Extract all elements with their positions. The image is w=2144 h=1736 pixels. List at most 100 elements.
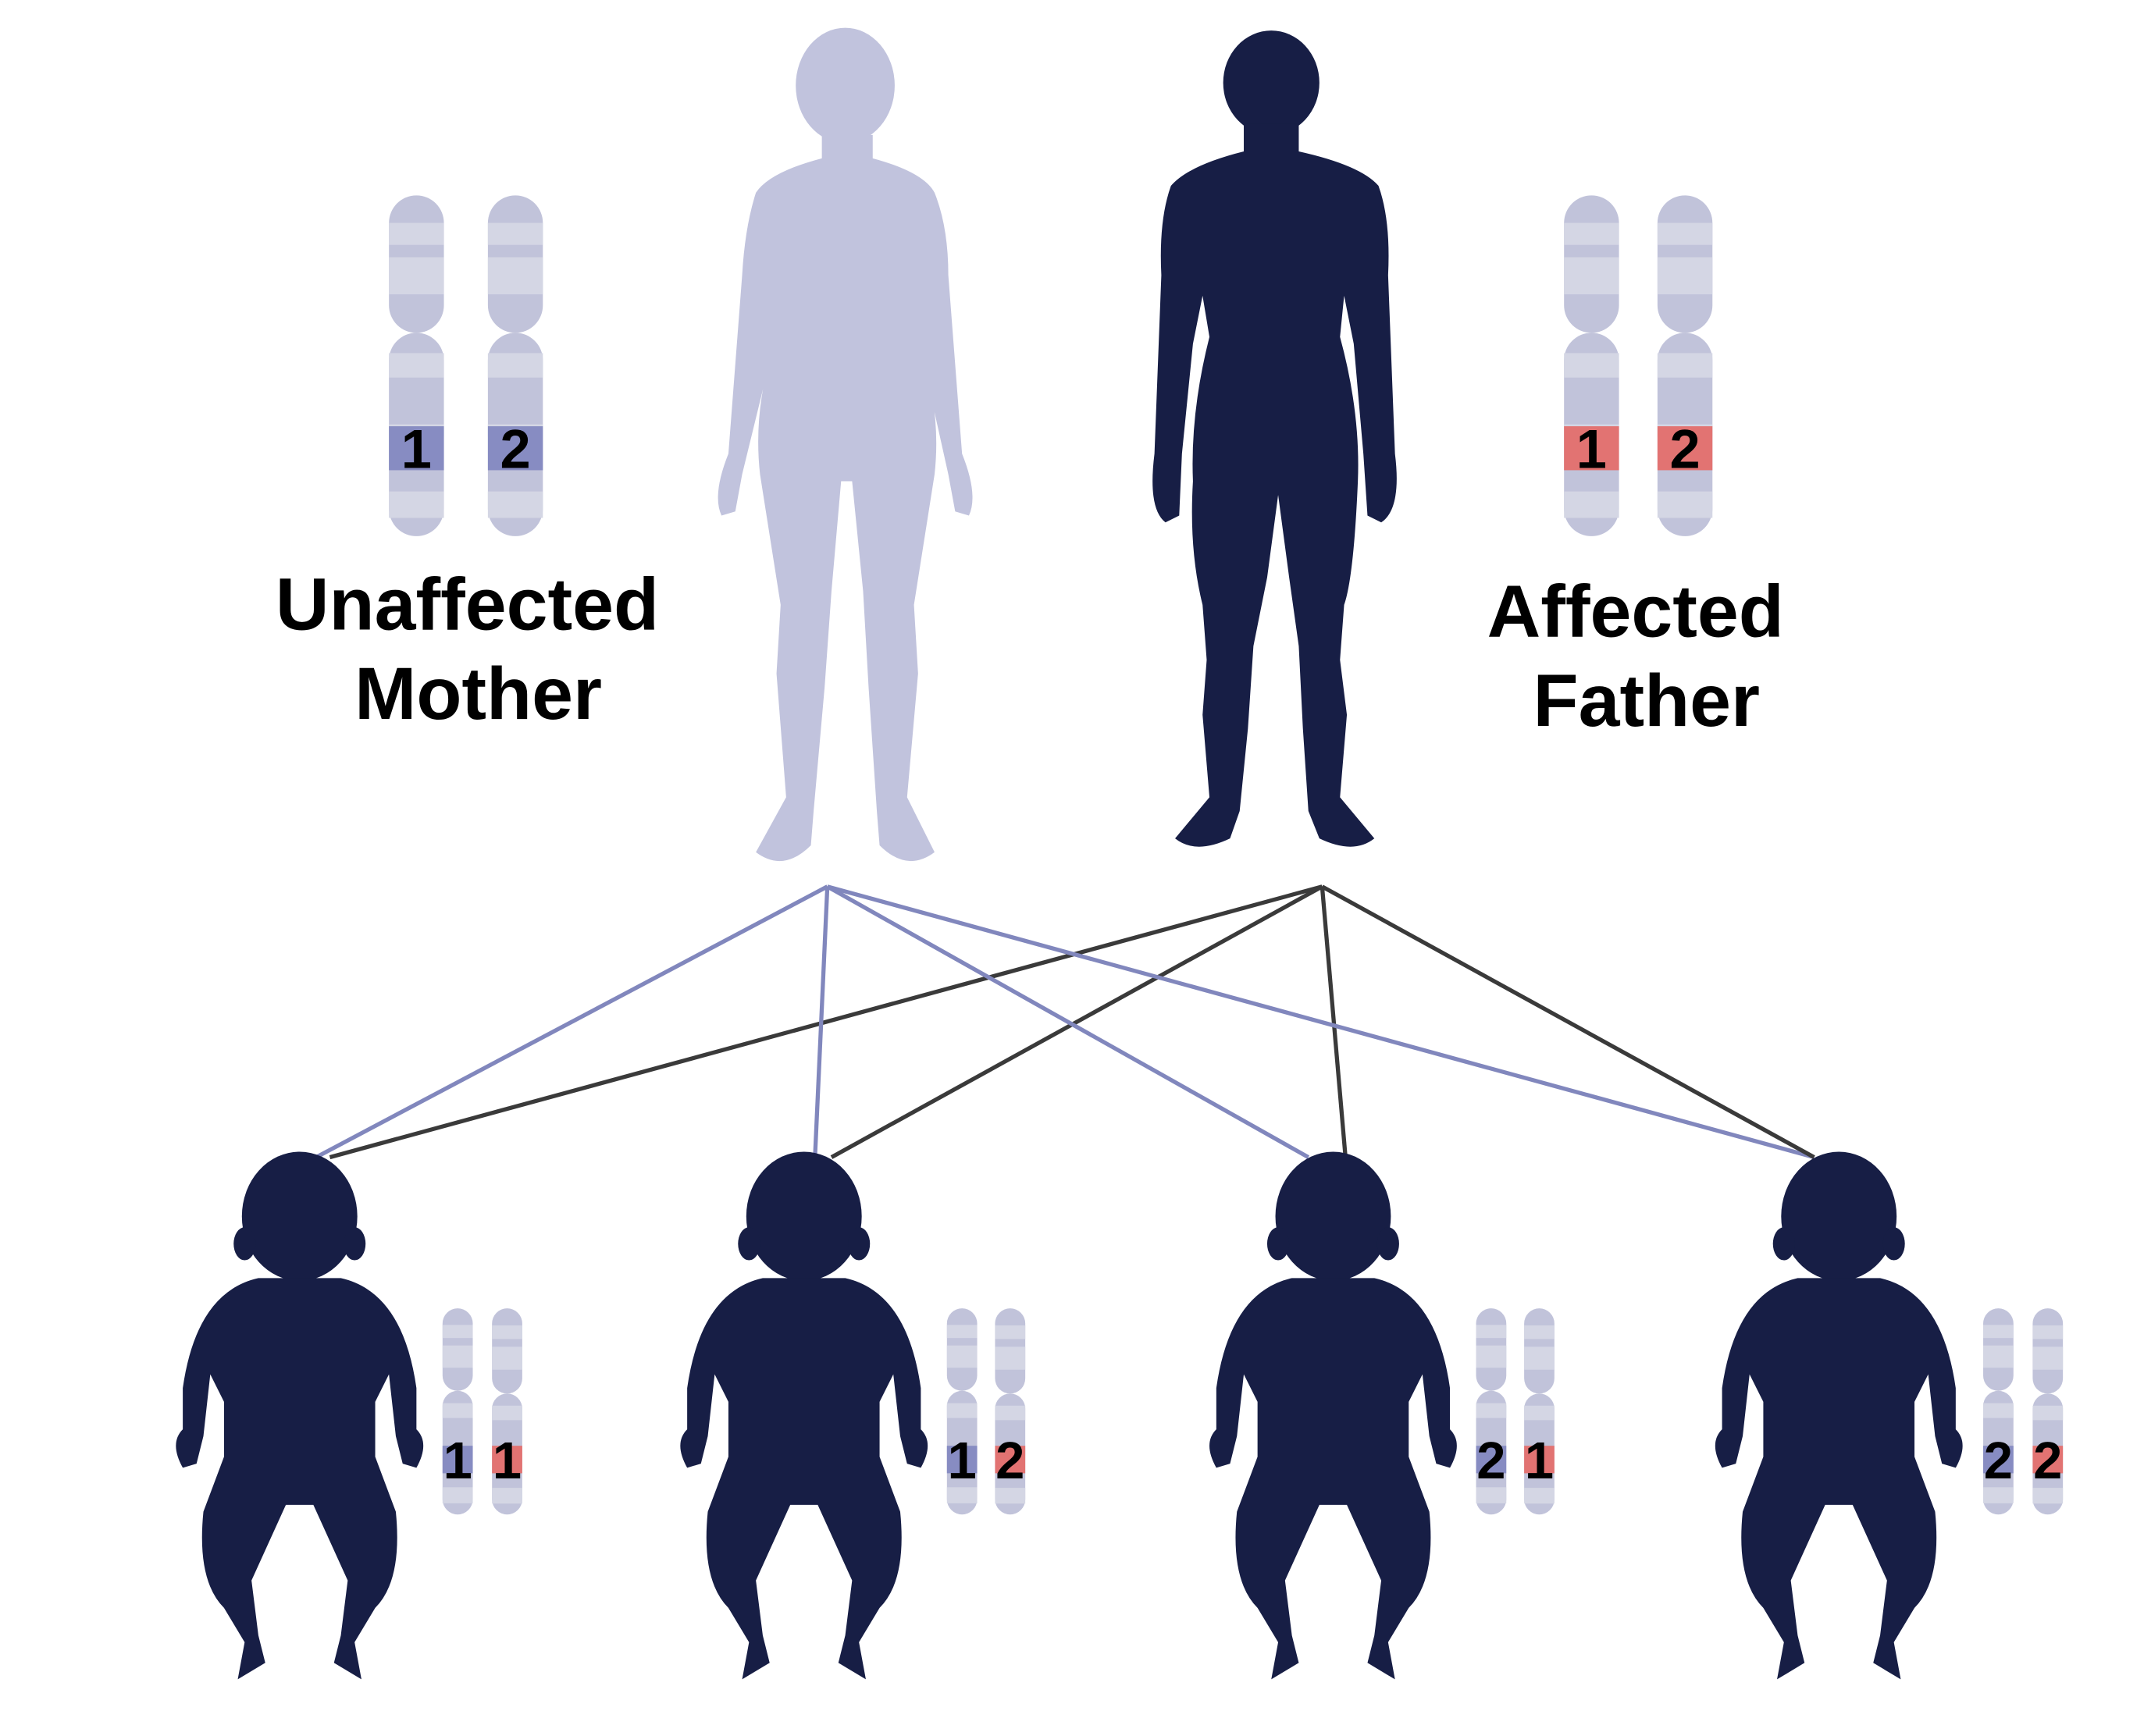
child-maternal-chromosome: 1	[946, 1308, 978, 1515]
chromosome-band	[1524, 1346, 1555, 1370]
chromosome-band	[2032, 1405, 2064, 1421]
chromosome-band	[1564, 257, 1619, 295]
child-silhouette	[176, 1151, 424, 1680]
allele-number: 1	[1525, 1432, 1554, 1490]
chromosome-band	[2032, 1325, 2064, 1339]
inheritance-lines	[315, 884, 1815, 1160]
maternal-line	[813, 886, 830, 1158]
chromosome-band	[946, 1403, 978, 1418]
chromosome-band	[1476, 1325, 1507, 1339]
mother-label-line2: Mother	[354, 653, 602, 735]
mother-chromosome: 1	[389, 195, 444, 536]
mother-chromosome: 2	[487, 195, 543, 536]
father-label-line1: Affected	[1487, 570, 1784, 653]
chromosome-band	[946, 1487, 978, 1503]
chromosome-band	[487, 353, 543, 378]
allele-number: 1	[493, 1432, 522, 1490]
mother-label-line1: Unaffected	[276, 564, 659, 646]
child-paternal-chromosome: 1	[1524, 1308, 1555, 1515]
allele-band	[1564, 426, 1619, 471]
mother-silhouette	[718, 27, 973, 862]
paternal-line	[1321, 884, 1815, 1159]
child-paternal-chromosome: 2	[995, 1308, 1026, 1515]
chromosome-band	[442, 1403, 473, 1418]
chromosome-band	[1657, 353, 1713, 378]
allele-number: 1	[1576, 418, 1607, 480]
chromosome-band	[1657, 257, 1713, 295]
allele-band	[1983, 1446, 2014, 1474]
paternal-line	[329, 884, 1323, 1160]
chromosome-band	[487, 491, 543, 518]
chromosome-band	[995, 1488, 1026, 1504]
chromosome-band	[946, 1325, 978, 1339]
child-paternal-chromosome: 1	[492, 1308, 522, 1515]
chromosome-band	[1657, 491, 1713, 518]
chromosome-band	[389, 491, 444, 518]
allele-number: 1	[401, 418, 432, 480]
child-paternal-chromosome: 2	[2032, 1308, 2064, 1515]
chromosome-band	[1983, 1325, 2014, 1339]
maternal-line	[826, 884, 1815, 1160]
paternal-line	[830, 884, 1323, 1159]
chromosome-band	[995, 1405, 1026, 1421]
chromosome-band	[995, 1346, 1026, 1370]
father-label-line2: Father	[1533, 660, 1760, 742]
chromosome-band	[2032, 1346, 2064, 1370]
allele-band	[995, 1446, 1026, 1474]
chromosome-band	[2032, 1488, 2064, 1504]
child-maternal-chromosome: 2	[1983, 1308, 2014, 1515]
chromosome-band	[1564, 222, 1619, 245]
child-maternal-chromosome: 2	[1476, 1308, 1507, 1515]
allele-band	[946, 1446, 978, 1474]
chromosome-band	[492, 1346, 522, 1370]
chromosome-band	[442, 1325, 473, 1339]
chromosome-band	[1983, 1345, 2014, 1368]
chromosome-band	[487, 222, 543, 245]
allele-number: 2	[1669, 418, 1700, 480]
father-chromosome: 1	[1564, 195, 1619, 536]
allele-number: 1	[948, 1432, 977, 1490]
allele-band	[442, 1446, 473, 1474]
chromosome-band	[442, 1487, 473, 1503]
chromosome-band	[492, 1488, 522, 1504]
chromosome-band	[1564, 353, 1619, 378]
child-maternal-chromosome: 1	[442, 1308, 473, 1515]
allele-band	[492, 1446, 522, 1474]
chromosome-band	[389, 257, 444, 295]
child-silhouette	[1715, 1151, 1963, 1680]
allele-band	[1657, 426, 1713, 471]
maternal-line	[826, 884, 1310, 1159]
chromosome-band	[1983, 1487, 2014, 1503]
child-silhouette	[1209, 1151, 1457, 1680]
chromosome-band	[1657, 222, 1713, 245]
chromosome-band	[442, 1345, 473, 1368]
father-chromosome: 2	[1657, 195, 1713, 536]
chromosome-band	[1476, 1403, 1507, 1418]
chromosome-band	[389, 353, 444, 378]
chromosome-band	[1564, 491, 1619, 518]
maternal-line	[315, 884, 828, 1159]
chromosome-band	[1524, 1488, 1555, 1504]
allele-number: 2	[1476, 1432, 1505, 1490]
chromosome-band	[1983, 1403, 2014, 1418]
chromosome-band	[487, 257, 543, 295]
allele-band	[1524, 1446, 1555, 1474]
chromosome-band	[1524, 1405, 1555, 1421]
allele-number: 2	[1984, 1432, 2013, 1490]
chromosome-band	[389, 222, 444, 245]
allele-band	[1476, 1446, 1507, 1474]
allele-band	[389, 426, 444, 471]
allele-number: 2	[500, 418, 531, 480]
allele-band	[487, 426, 543, 471]
allele-number: 1	[443, 1432, 472, 1490]
chromosome-band	[492, 1325, 522, 1339]
paternal-line	[1320, 886, 1348, 1158]
chromosome-band	[1476, 1345, 1507, 1368]
chromosome-band	[492, 1405, 522, 1421]
child-silhouette	[680, 1151, 928, 1680]
allele-number: 2	[2033, 1432, 2062, 1490]
allele-number: 2	[995, 1432, 1024, 1490]
